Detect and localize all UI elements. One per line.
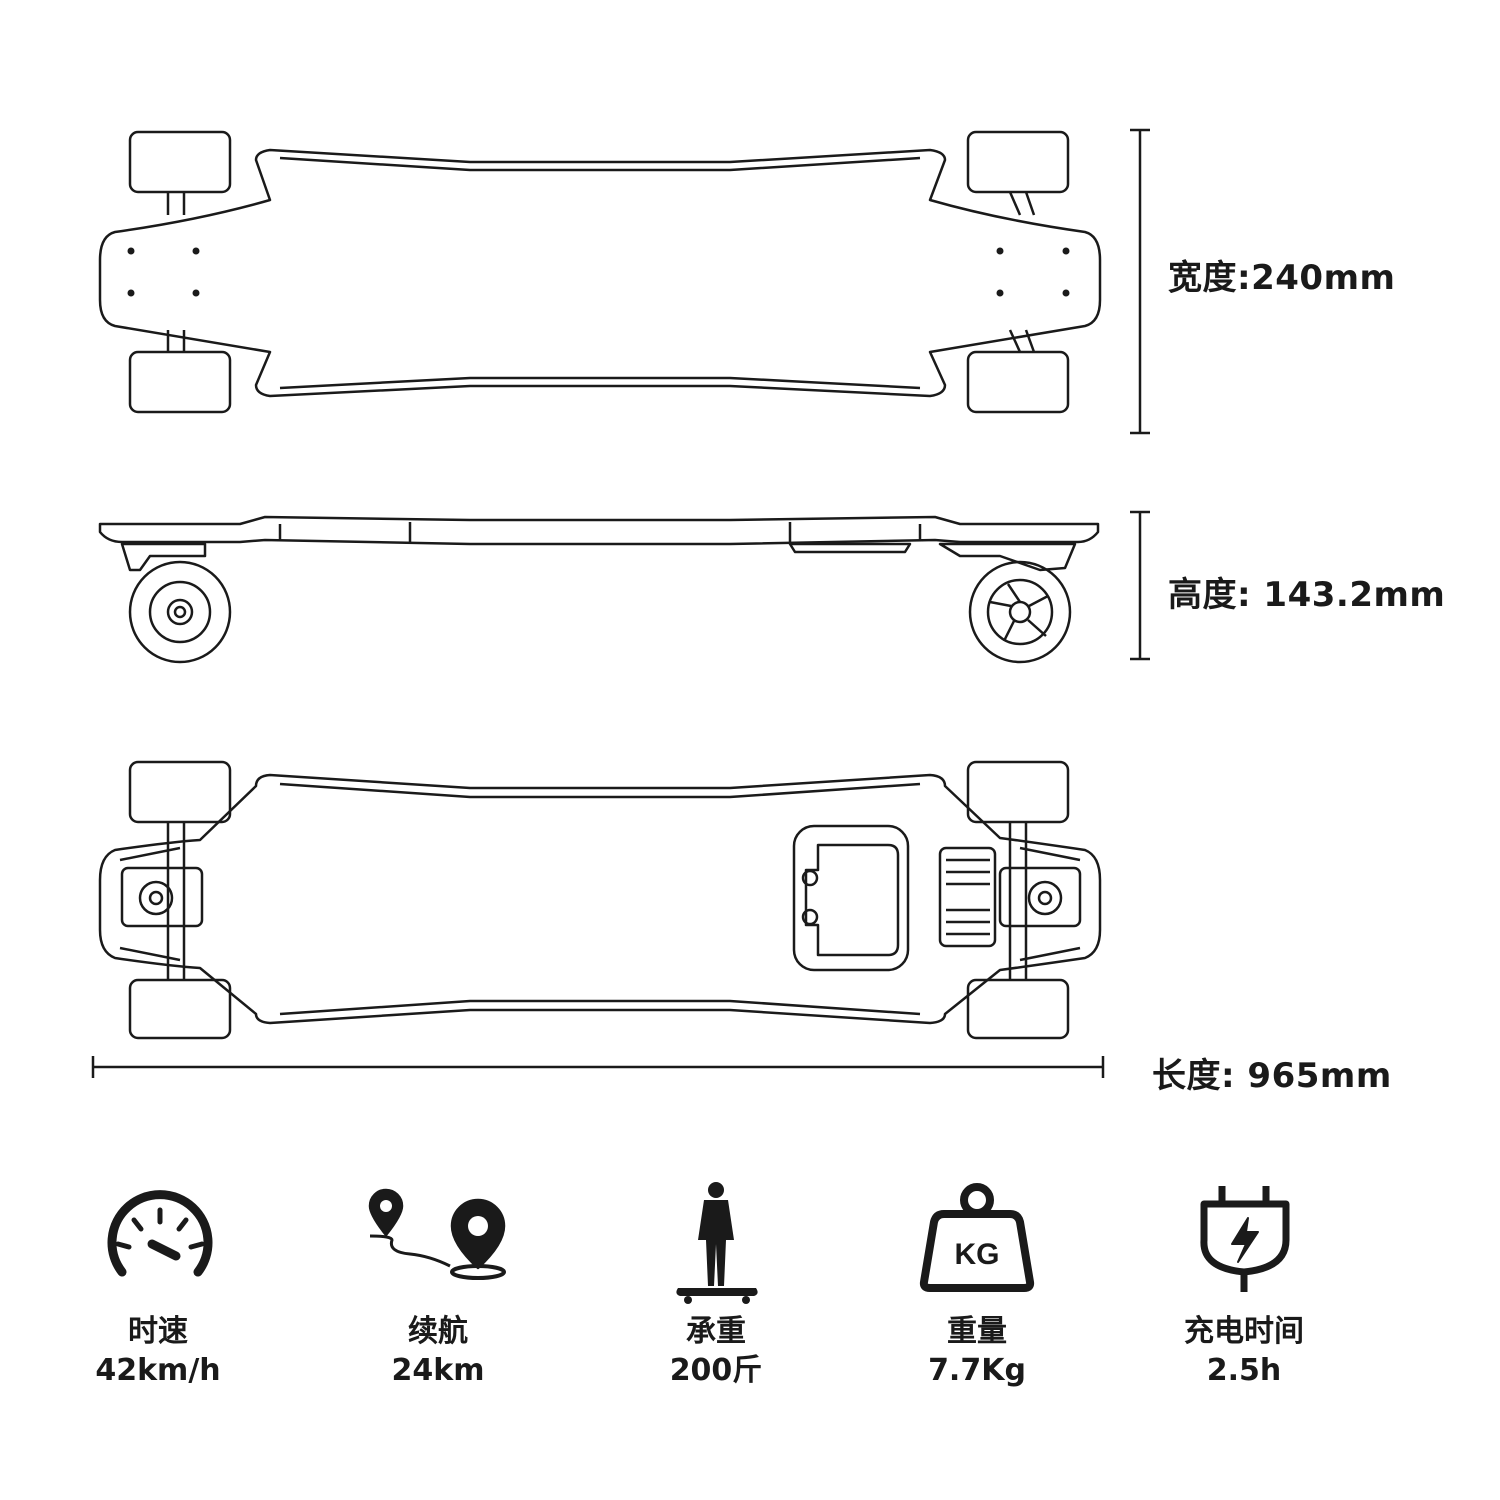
- side-wheel-left: [128, 560, 232, 664]
- spec-charge-time-value: 2.5h: [1206, 1353, 1282, 1388]
- route-pin-icon: [368, 1188, 506, 1280]
- speedometer-icon: [107, 1190, 213, 1277]
- spec-charge-time: 充电时间 2.5h: [1134, 1313, 1354, 1391]
- spec-weight-label: 重量: [947, 1314, 1007, 1349]
- spec-charge-time-label: 充电时间: [1184, 1314, 1304, 1349]
- wheel-front-right: [966, 130, 1070, 194]
- spec-load-value: 200斤: [669, 1353, 763, 1388]
- side-wheel-right: [968, 560, 1072, 664]
- height-dimension-line: [1130, 510, 1150, 661]
- spec-speed-value: 42km/h: [95, 1353, 221, 1388]
- spec-speed-label: 时速: [128, 1314, 188, 1349]
- bottom-view: [98, 760, 1102, 1040]
- wheel-rear-left: [128, 350, 232, 414]
- battery-compartment: [792, 824, 910, 972]
- spec-weight-value: 7.7Kg: [928, 1353, 1026, 1388]
- spec-load: 承重 200斤: [606, 1313, 826, 1391]
- spec-range: 续航 24km: [328, 1313, 548, 1391]
- spec-range-value: 24km: [391, 1353, 485, 1388]
- height-label: 高度: 143.2mm: [1168, 575, 1446, 615]
- side-view: [98, 515, 1100, 664]
- charging-plug-icon: [1200, 1186, 1290, 1292]
- rider-icon: [676, 1182, 758, 1304]
- spec-load-label: 承重: [686, 1314, 746, 1349]
- spec-speed: 时速 42km/h: [48, 1313, 268, 1391]
- length-dimension-line: [91, 1056, 1105, 1078]
- wheel-front-left: [128, 130, 232, 194]
- weight-icon: [919, 1183, 1035, 1292]
- wheel-rear-right: [966, 350, 1070, 414]
- width-dimension-line: [1130, 128, 1150, 435]
- width-label: 宽度:240mm: [1168, 258, 1396, 298]
- spec-range-label: 续航: [408, 1314, 468, 1349]
- length-label: 长度: 965mm: [1152, 1056, 1392, 1096]
- weight-icon-text: KG: [955, 1238, 1000, 1271]
- spec-weight: 重量 7.7Kg: [867, 1313, 1087, 1391]
- top-view: [98, 130, 1102, 414]
